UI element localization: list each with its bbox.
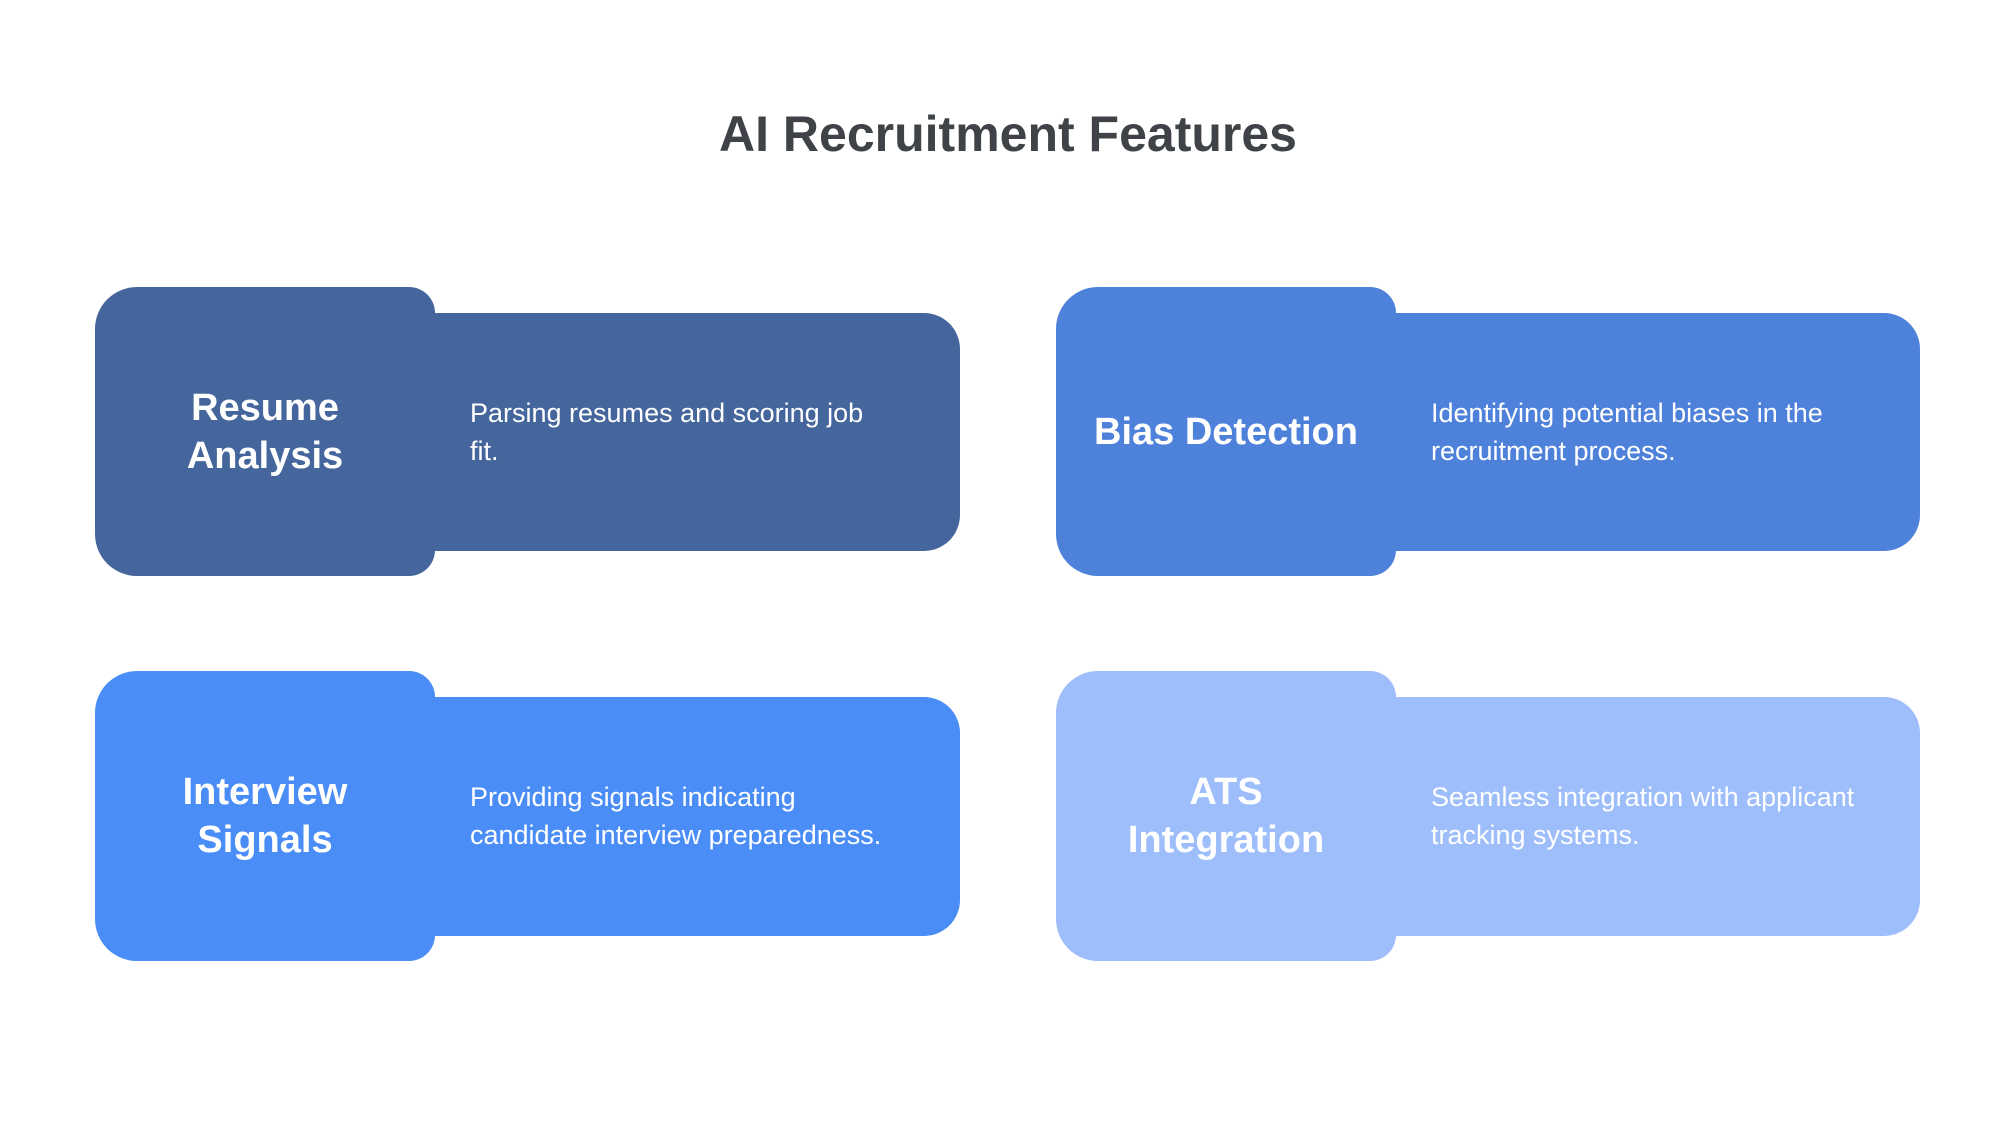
feature-description: Seamless integration with applicant trac… — [1431, 671, 1890, 961]
feature-description-line: Identifying potential biases in the — [1431, 397, 1823, 428]
feature-card-interview-signals: Interview Signals Providing signals indi… — [95, 671, 960, 961]
feature-title-line: Signals — [197, 819, 333, 861]
feature-title-line: Integration — [1127, 819, 1325, 861]
card-tab-shape — [95, 287, 435, 576]
card-tab-shape — [1056, 287, 1396, 576]
feature-description: Providing signals indicating candidate i… — [470, 671, 930, 961]
feature-description-line: Seamless integration with applicant — [1431, 782, 1855, 812]
page-title: AI Recruitment Features — [719, 106, 1297, 162]
feature-description-line: Parsing resumes and scoring job — [470, 397, 864, 428]
feature-description-line: Providing signals indicating — [470, 782, 796, 812]
feature-title-line: Interview — [182, 771, 348, 813]
feature-description: Parsing resumes and scoring job fit. — [470, 287, 930, 576]
feature-card-bias-detection: Bias Detection Identifying potential bia… — [1056, 287, 1920, 576]
feature-description-line: fit. — [470, 435, 499, 466]
feature-title: Resume Analysis — [95, 287, 435, 576]
feature-description-line: candidate interview preparedness. — [470, 820, 882, 850]
feature-title: Bias Detection — [1056, 287, 1396, 576]
feature-title-line: ATS — [1189, 771, 1263, 813]
feature-description-line: recruitment process. — [1431, 435, 1676, 466]
feature-description-line: tracking systems. — [1431, 820, 1640, 850]
feature-title-line: Bias Detection — [1094, 410, 1358, 453]
feature-card-ats-integration: ATS Integration Seamless integration wit… — [1056, 671, 1920, 961]
feature-card-resume-analysis: Resume Analysis Parsing resumes and scor… — [95, 287, 960, 576]
card-tab-shape — [95, 671, 435, 961]
feature-title-line: Resume — [191, 386, 339, 429]
feature-title-line: Analysis — [186, 434, 344, 477]
card-tab-shape — [1056, 671, 1396, 961]
feature-description: Identifying potential biases in the recr… — [1431, 287, 1890, 576]
feature-title: ATS Integration — [1056, 671, 1396, 961]
feature-title: Interview Signals — [95, 671, 435, 961]
